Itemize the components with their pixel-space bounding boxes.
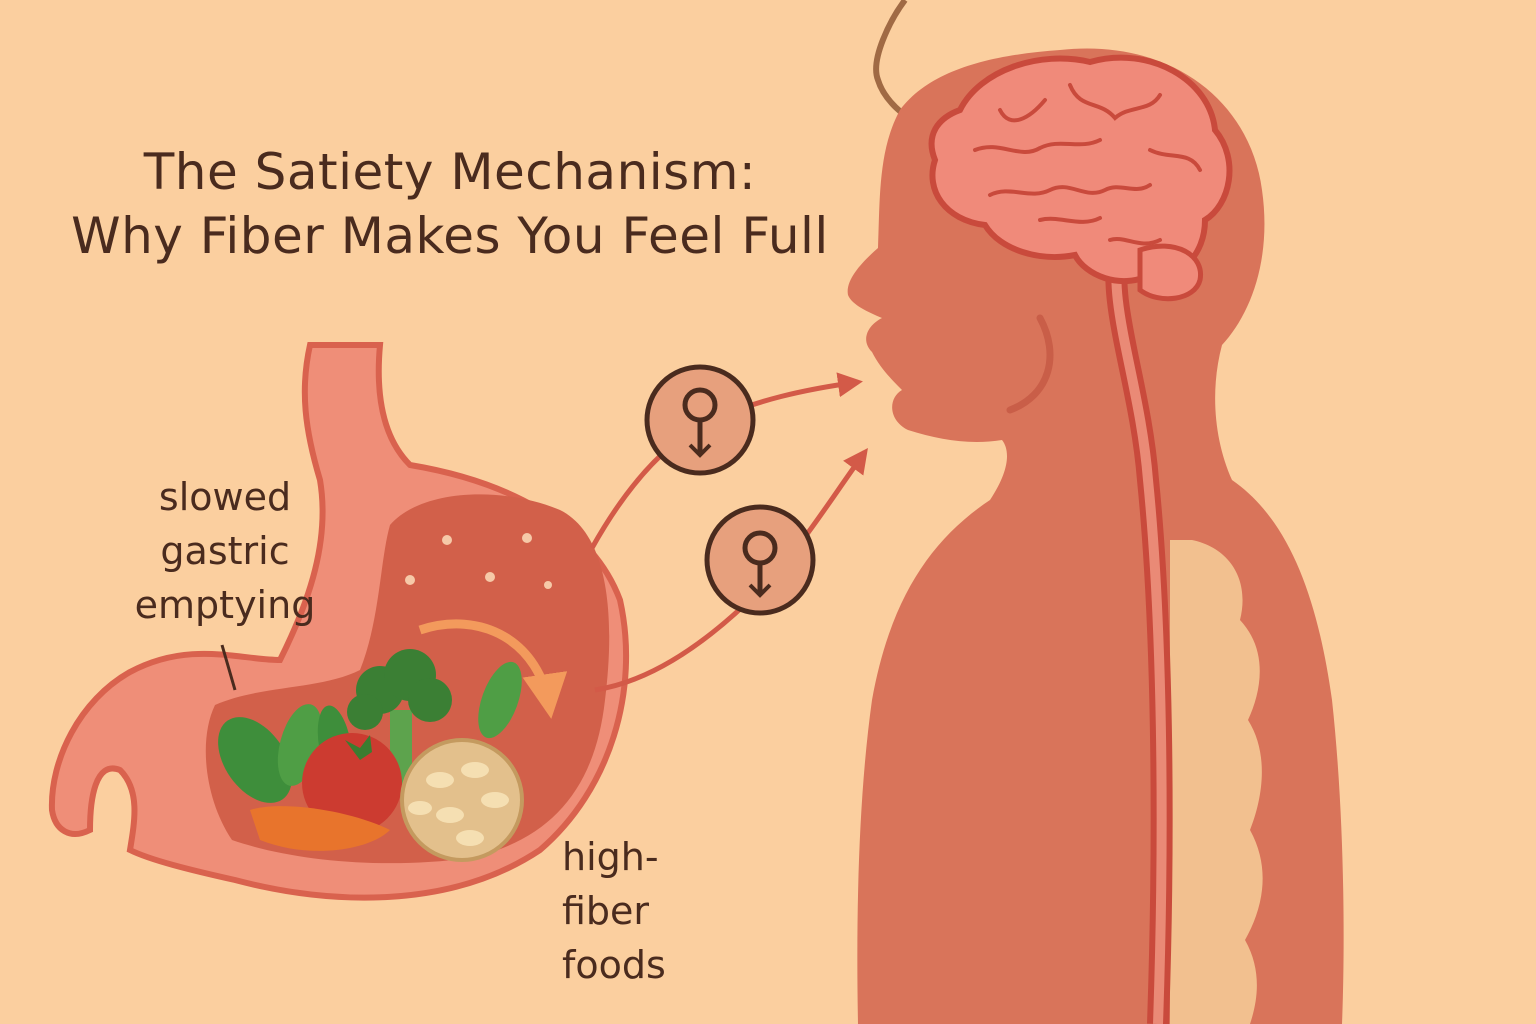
spine — [1170, 540, 1263, 1024]
label-line: fiber — [562, 889, 650, 933]
high-fiber-foods-illustration — [218, 649, 524, 862]
label-high-fiber-foods: high- fiber foods — [562, 830, 702, 992]
hormone-down-arrow-icon — [704, 504, 816, 616]
label-line: foods — [562, 943, 666, 987]
label-line: emptying — [134, 583, 316, 627]
label-slowed-gastric-emptying: slowed gastric emptying — [110, 470, 340, 632]
label-line: high- — [562, 835, 659, 879]
label-line: gastric — [160, 529, 290, 573]
brain-icon — [928, 54, 1233, 302]
page-title: The Satiety Mechanism: Why Fiber Makes Y… — [30, 140, 870, 268]
title-line-2: Why Fiber Makes You Feel Full — [71, 207, 829, 265]
label-line: slowed — [158, 475, 292, 519]
title-line-1: The Satiety Mechanism: — [143, 143, 757, 201]
hormone-up-arrow-icon — [644, 364, 756, 476]
gastric-flow-arrow — [418, 619, 568, 719]
label-pointer-line — [220, 644, 237, 691]
